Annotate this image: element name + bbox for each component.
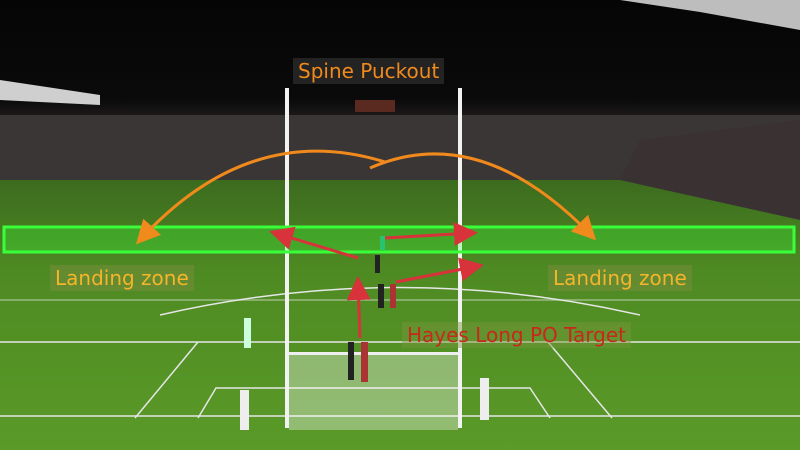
landing-zone-left-label: Landing zone	[50, 265, 194, 291]
stand-roof-right	[620, 0, 800, 30]
stand-right	[620, 120, 800, 220]
arc-arrow-left	[135, 149, 386, 245]
red-arrows	[269, 222, 484, 339]
pitch-lines	[0, 286, 800, 419]
landing-zone-box	[2, 225, 796, 254]
scoreboard	[355, 100, 395, 112]
stand-roof-left	[0, 80, 100, 105]
arc-arrow-right	[369, 152, 597, 241]
players	[240, 236, 489, 430]
landing-zone-right-label: Landing zone	[548, 265, 692, 291]
title-annotation: Spine Puckout	[293, 58, 445, 84]
target-label: Hayes Long PO Target	[402, 322, 632, 348]
